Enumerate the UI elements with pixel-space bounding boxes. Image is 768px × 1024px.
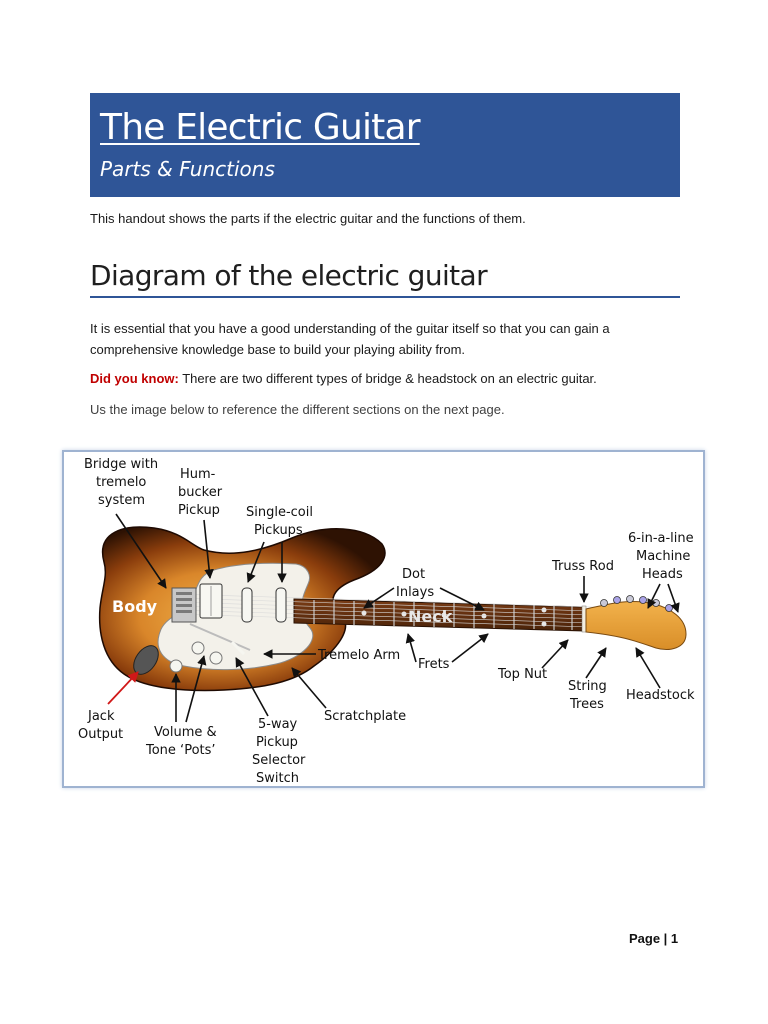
leader-arrows xyxy=(115,513,680,723)
label-headstock: Headstock xyxy=(626,688,695,703)
did-you-know-paragraph: Did you know: There are two different ty… xyxy=(90,368,690,389)
single-coil-pickup-middle xyxy=(241,587,253,623)
understanding-paragraph: It is essential that you have a good und… xyxy=(90,318,690,360)
title-banner: The Electric Guitar Parts & Functions xyxy=(90,93,680,197)
tremelo-arm xyxy=(189,623,251,651)
single-coil-pickup-neck xyxy=(275,587,287,623)
label-top-nut: Top Nut xyxy=(497,667,547,682)
jack-output-arrow xyxy=(107,671,139,705)
volume-tone-knobs xyxy=(169,641,223,673)
label-neck: Neck xyxy=(408,607,453,626)
label-frets: Frets xyxy=(418,657,450,672)
label-body: Body xyxy=(112,597,158,616)
paragraph-line-2: comprehensive knowledge base to build yo… xyxy=(90,342,466,357)
pickup-selector xyxy=(230,640,246,656)
page-title: The Electric Guitar xyxy=(100,107,421,148)
paragraph-line-1: It is essential that you have a good und… xyxy=(90,321,610,336)
label-scratchplate: Scratchplate xyxy=(324,709,406,724)
page-number: Page | 1 xyxy=(629,931,679,946)
label-tremelo-arm: Tremelo Arm xyxy=(317,648,400,663)
page-subtitle: Parts & Functions xyxy=(100,157,275,181)
top-nut xyxy=(581,605,587,633)
section-heading: Diagram of the electric guitar xyxy=(90,256,680,298)
reference-paragraph: Us the image below to reference the diff… xyxy=(90,402,505,417)
did-you-know-text: There are two different types of bridge … xyxy=(178,371,597,386)
label-truss-rod: Truss Rod xyxy=(551,559,614,574)
did-you-know-label: Did you know: xyxy=(90,371,179,386)
intro-text: This handout shows the parts if the elec… xyxy=(90,211,526,226)
label-volume-tone: Volume &Tone ‘Pots’ xyxy=(145,725,217,758)
